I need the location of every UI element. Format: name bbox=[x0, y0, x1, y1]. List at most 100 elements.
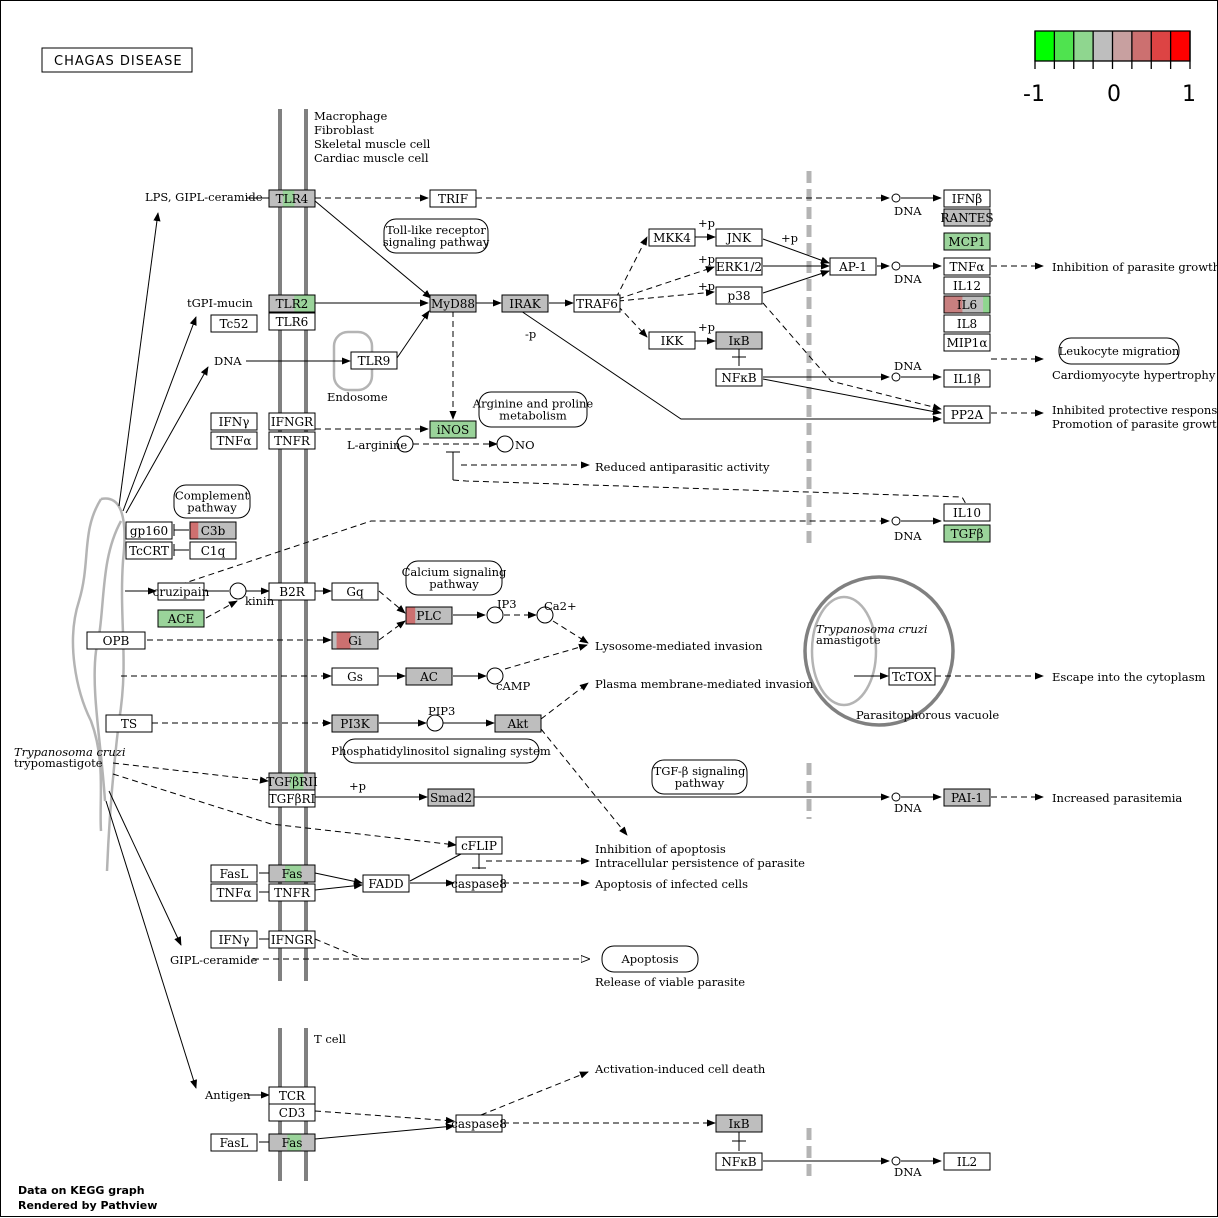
gene-node-tlr6[interactable]: TLR6 bbox=[268, 312, 316, 331]
gene-node-tctox[interactable]: TcTOX bbox=[888, 667, 936, 686]
gene-node-pi3k[interactable]: PI3K bbox=[331, 714, 379, 733]
gene-box-fill bbox=[716, 258, 762, 275]
gene-box-fill bbox=[269, 1087, 315, 1104]
gene-node-ace[interactable]: ACE bbox=[157, 609, 205, 628]
gene-node-tlr9[interactable]: TLR9 bbox=[350, 351, 398, 370]
gene-node-pp2a[interactable]: PP2A bbox=[943, 405, 991, 424]
gene-node-nfkb[interactable]: NFκB bbox=[715, 368, 763, 387]
label-intra: Intracellular persistence of parasite bbox=[595, 856, 805, 870]
gene-node-erk[interactable]: ERK1/2 bbox=[715, 257, 763, 276]
gene-node-tnfr2[interactable]: TNFR bbox=[268, 883, 316, 902]
gene-node-opb[interactable]: OPB bbox=[86, 631, 146, 650]
gene-node-inos[interactable]: iNOS bbox=[429, 420, 477, 439]
gene-node-ikk[interactable]: IKK bbox=[648, 331, 696, 350]
gene-node-ap1[interactable]: AP-1 bbox=[829, 257, 877, 276]
macrophage-cell-labels: Macrophage Fibroblast Skeletal muscle ce… bbox=[314, 109, 431, 165]
gene-node-tcr[interactable]: TCR bbox=[268, 1086, 316, 1105]
gene-node-gp160[interactable]: gp160 bbox=[125, 521, 173, 540]
gene-node-tlr2[interactable]: TLR2 bbox=[268, 294, 316, 313]
gene-node-cflip[interactable]: cFLIP bbox=[455, 836, 503, 855]
gene-node-plc[interactable]: PLC bbox=[405, 606, 453, 625]
pathway-link-leuko[interactable]: Leukocyte migration bbox=[1058, 337, 1180, 365]
gene-node-mkk4[interactable]: MKK4 bbox=[648, 228, 696, 247]
gene-node-tc52[interactable]: Tc52 bbox=[210, 314, 258, 333]
gene-node-tgfbrii[interactable]: TGFβRII bbox=[266, 772, 318, 791]
gene-node-ikb2[interactable]: IκB bbox=[715, 1114, 763, 1133]
gene-node-tnfa1[interactable]: TNFα bbox=[210, 431, 258, 450]
gene-node-rantes[interactable]: RANTES bbox=[940, 208, 994, 227]
gene-node-gs[interactable]: Gs bbox=[331, 667, 379, 686]
legend-swatch bbox=[1131, 31, 1152, 61]
gene-node-cruzipain[interactable]: cruzipain bbox=[153, 582, 210, 601]
gene-node-il8[interactable]: IL8 bbox=[943, 314, 991, 333]
gene-node-mip1a[interactable]: MIP1α bbox=[943, 333, 991, 352]
gene-node-tnfa2[interactable]: TNFα bbox=[210, 883, 258, 902]
gene-node-akt[interactable]: Akt bbox=[494, 714, 542, 733]
gene-node-ifny1[interactable]: IFNγ bbox=[210, 412, 258, 431]
gene-node-gi[interactable]: Gi bbox=[331, 631, 379, 650]
gene-node-irak[interactable]: IRAK bbox=[501, 294, 549, 313]
gene-node-trif[interactable]: TRIF bbox=[429, 189, 477, 208]
gene-node-gq[interactable]: Gq bbox=[331, 582, 379, 601]
gene-label: FADD bbox=[368, 877, 403, 891]
gene-node-c1q[interactable]: C1q bbox=[189, 541, 237, 560]
gene-box-border bbox=[268, 864, 316, 883]
gene-node-fasl1[interactable]: FasL bbox=[210, 864, 258, 883]
gene-node-ifngr2[interactable]: IFNGR bbox=[268, 930, 316, 949]
gene-node-ts[interactable]: TS bbox=[105, 714, 153, 733]
gene-node-tlr4[interactable]: TLR4 bbox=[268, 189, 316, 208]
gene-node-fasl2[interactable]: FasL bbox=[210, 1133, 258, 1152]
gene-node-c3b[interactable]: C3b bbox=[189, 521, 237, 540]
gene-node-il12[interactable]: IL12 bbox=[943, 276, 991, 295]
pathway-link-text: Toll-like receptor bbox=[386, 223, 486, 237]
gene-node-nfkb2[interactable]: NFκB bbox=[715, 1152, 763, 1171]
gene-label: JNK bbox=[725, 231, 752, 245]
pathway-link-pi_path[interactable]: Phosphatidylinositol signaling system bbox=[331, 738, 551, 764]
gene-node-ifnb[interactable]: IFNβ bbox=[943, 189, 991, 208]
gene-box-expression bbox=[294, 295, 315, 312]
label-inhprot: Inhibited protective response bbox=[1052, 403, 1218, 417]
label-p3: +p bbox=[698, 252, 715, 266]
gene-node-traf6[interactable]: TRAF6 bbox=[573, 294, 621, 313]
gene-node-fas2[interactable]: Fas bbox=[268, 1133, 316, 1152]
gene-node-myd88[interactable]: MyD88 bbox=[429, 294, 477, 313]
gene-box-border bbox=[189, 541, 237, 560]
gene-node-ifngr1[interactable]: IFNGR bbox=[268, 412, 316, 431]
gene-box-fill bbox=[944, 209, 990, 226]
gene-node-il6[interactable]: IL6 bbox=[943, 295, 991, 314]
cell-membrane bbox=[278, 109, 308, 1181]
gene-node-jnk[interactable]: JNK bbox=[715, 228, 763, 247]
gene-node-p38[interactable]: p38 bbox=[715, 286, 763, 305]
gene-node-pai1[interactable]: PAI-1 bbox=[943, 788, 991, 807]
gene-node-il2[interactable]: IL2 bbox=[943, 1152, 991, 1171]
gene-node-casp8a[interactable]: caspase8 bbox=[451, 874, 507, 893]
gene-box-border bbox=[405, 606, 453, 625]
gene-node-b2r[interactable]: B2R bbox=[268, 582, 316, 601]
gene-node-ifny2[interactable]: IFNγ bbox=[210, 930, 258, 949]
gene-node-cd3[interactable]: CD3 bbox=[268, 1103, 316, 1122]
pathway-link-apop[interactable]: Apoptosis bbox=[601, 945, 699, 973]
gene-node-il10[interactable]: IL10 bbox=[943, 503, 991, 522]
gene-node-ac[interactable]: AC bbox=[405, 667, 453, 686]
gene-box-border bbox=[268, 412, 316, 431]
gene-node-tnfr1[interactable]: TNFR bbox=[268, 431, 316, 450]
gene-node-ikb[interactable]: IκB bbox=[715, 331, 763, 350]
gene-node-tnfa_out[interactable]: TNFα bbox=[943, 257, 991, 276]
gene-node-smad2[interactable]: Smad2 bbox=[427, 788, 475, 807]
gene-box-fill bbox=[944, 233, 990, 250]
label-no: NO bbox=[515, 438, 535, 452]
gene-node-tgfbri[interactable]: TGFβRI bbox=[268, 789, 316, 808]
gene-node-tccrt[interactable]: TcCRT bbox=[125, 541, 173, 560]
gene-node-il1b[interactable]: IL1β bbox=[943, 369, 991, 388]
gene-node-fadd[interactable]: FADD bbox=[362, 874, 410, 893]
gene-node-fas1[interactable]: Fas bbox=[268, 864, 316, 883]
gene-box-border bbox=[715, 257, 763, 276]
gene-node-mcp1[interactable]: MCP1 bbox=[943, 232, 991, 251]
gene-node-tgfb[interactable]: TGFβ bbox=[943, 524, 991, 543]
gene-node-casp8b[interactable]: caspase8 bbox=[451, 1114, 507, 1133]
